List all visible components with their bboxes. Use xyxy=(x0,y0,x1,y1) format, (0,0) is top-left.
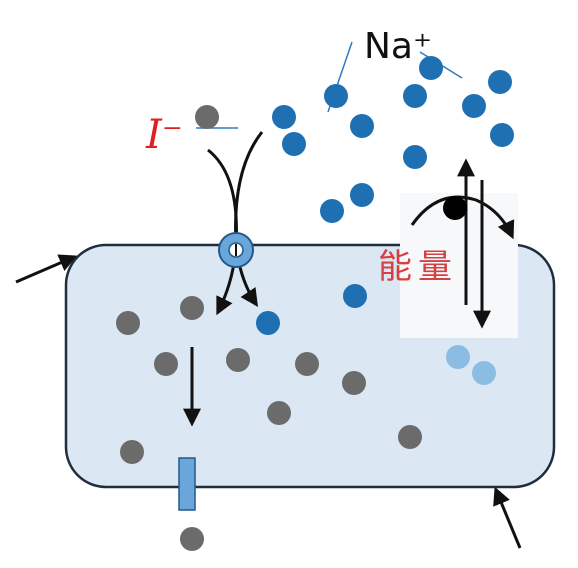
energy-label: 能量 xyxy=(378,247,458,287)
sodium-ion xyxy=(272,105,296,129)
energy-arc-arrow xyxy=(410,195,515,240)
iodide-ion xyxy=(226,348,250,372)
iodide-ion xyxy=(120,440,144,464)
iodide-ion xyxy=(267,401,291,425)
iodide-ion-exited xyxy=(180,527,204,551)
sodium-ion xyxy=(490,123,514,147)
sodium-ion-inside xyxy=(256,311,280,335)
iodide-ion xyxy=(116,311,140,335)
sodium-ions-outside xyxy=(272,56,514,223)
sodium-ion xyxy=(488,70,512,94)
iodide-ion-label: I⁻ xyxy=(145,112,183,158)
iodide-ion xyxy=(342,371,366,395)
sodium-ion-label: Na⁺ xyxy=(364,26,432,67)
cotransporter-channel xyxy=(218,232,254,268)
sodium-ion xyxy=(403,84,427,108)
iodide-ion xyxy=(180,296,204,320)
iodide-ion xyxy=(398,425,422,449)
sodium-ion xyxy=(350,183,374,207)
sodium-ion xyxy=(403,145,427,169)
iodide-ion-outside xyxy=(195,105,219,129)
iodide-ions-inside xyxy=(116,296,422,464)
sodium-ion xyxy=(419,56,443,80)
sodium-ion xyxy=(350,114,374,138)
sodium-ion-light xyxy=(446,345,470,369)
iodide-ion xyxy=(154,352,178,376)
sodium-ion-inside xyxy=(343,284,367,308)
carrier-molecule xyxy=(443,196,467,220)
sodium-ion xyxy=(462,94,486,118)
sodium-ion-light xyxy=(472,361,496,385)
sodium-ion xyxy=(320,199,344,223)
pointer-arrow-left xyxy=(15,254,78,284)
sodium-ion xyxy=(282,132,306,156)
exit-channel xyxy=(178,457,196,511)
pointer-arrow-bottom-right xyxy=(493,486,522,549)
iodide-ion xyxy=(295,352,319,376)
sodium-ion xyxy=(324,84,348,108)
